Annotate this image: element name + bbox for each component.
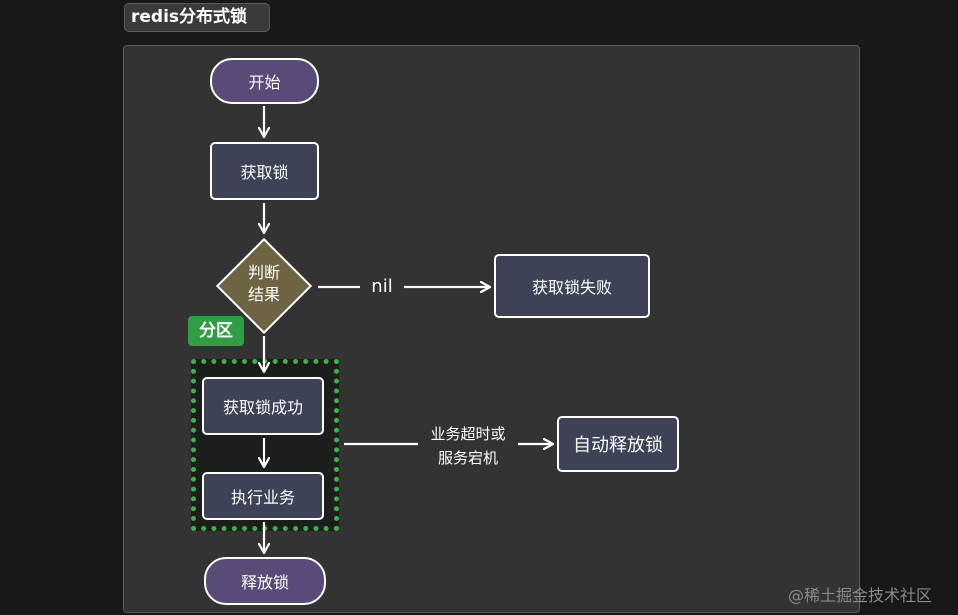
decision-node-label: 判断 结果 [247,263,280,304]
acquire-fail-node: 获取锁失败 [494,254,650,318]
edge-label-nil: nil [360,274,404,300]
acquire-lock-node: 获取锁 [210,142,319,200]
execute-business-node: 执行业务 [202,472,324,520]
acquire-success-node: 获取锁成功 [202,377,324,435]
partition-group-label: 分区 [188,316,244,346]
edge-label-timeout: 业务超时或 服务宕机 [418,422,518,470]
auto-release-node: 自动释放锁 [557,416,679,472]
watermark: @稀土掘金技术社区 [788,586,933,605]
release-lock-node: 释放锁 [204,557,326,605]
diagram-title: redis分布式锁 [124,3,270,32]
start-node: 开始 [210,58,319,104]
